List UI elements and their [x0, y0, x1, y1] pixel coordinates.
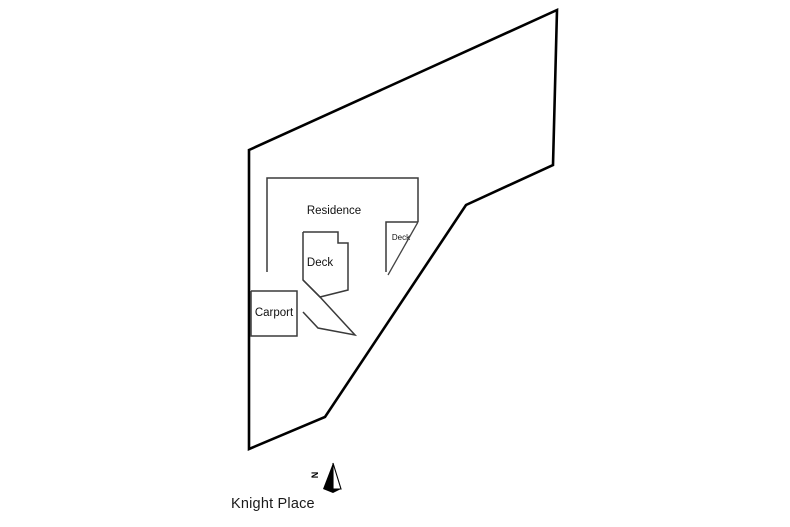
carport-label: Carport — [255, 307, 294, 319]
deck-main-label: Deck — [307, 257, 333, 269]
residence-outline — [266, 177, 419, 272]
compass-north-letter: N — [310, 472, 320, 479]
deck-side-diagonal-line — [387, 221, 419, 276]
deck-side-label: Deck — [392, 233, 411, 242]
deck-side-outline — [385, 221, 418, 272]
street-name-label: Knight Place — [231, 496, 315, 512]
residence-label: Residence — [307, 205, 361, 217]
deck-lower-outline — [302, 279, 358, 337]
property-boundary-outline — [247, 7, 559, 451]
north-arrow-icon: N — [303, 459, 359, 509]
carport-outline — [250, 290, 298, 337]
